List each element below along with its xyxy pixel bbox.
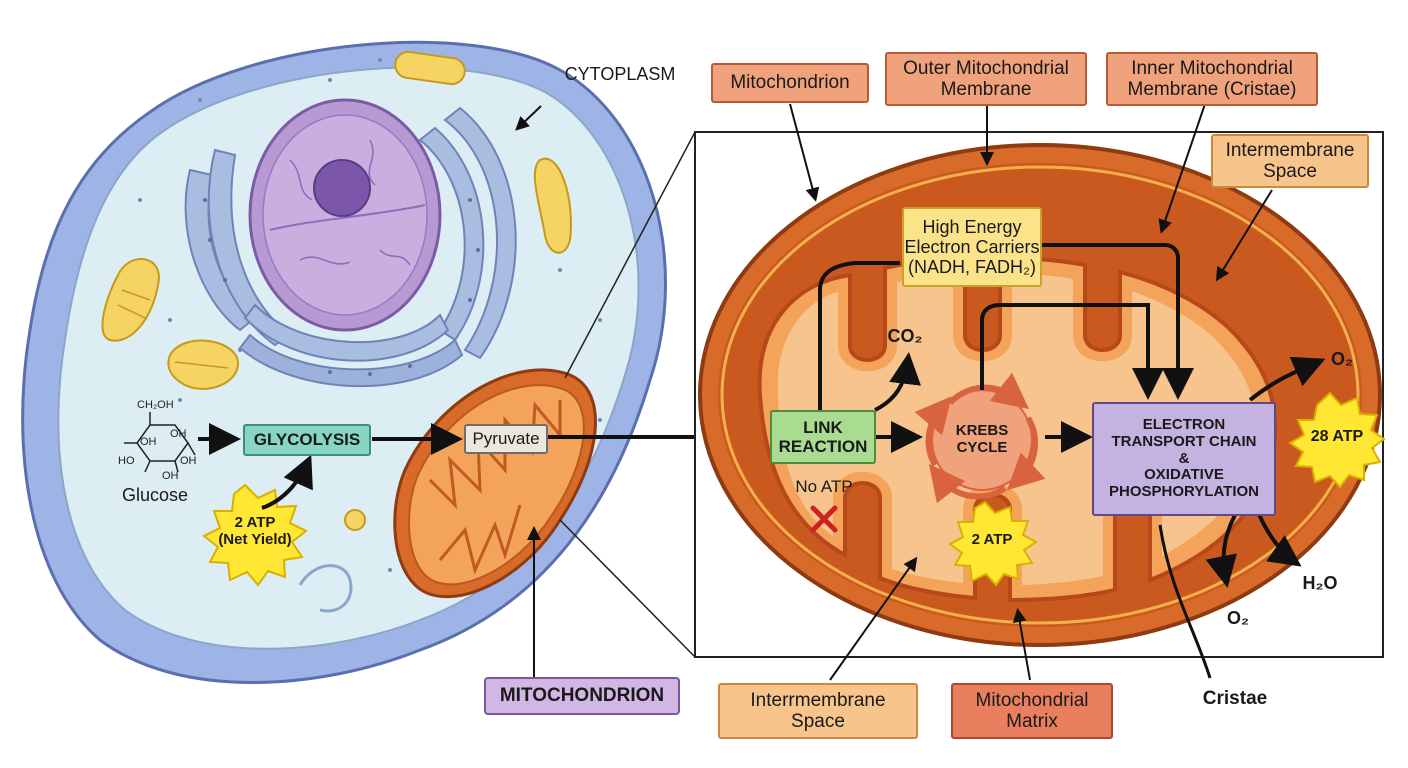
pointer-lines-right [789, 103, 1273, 681]
mitochondrion-label: Mitochondrion [711, 63, 869, 103]
glucose-label: Glucose [121, 484, 189, 505]
atp-glycolysis-label: 2 ATP (Net Yield) [218, 514, 292, 548]
inner-membrane-label: Inner Mitochondrial Membrane (Cristae) [1106, 52, 1318, 106]
nucleus [248, 98, 442, 332]
cytoplasm-label: CYTOPLASM [564, 63, 676, 84]
atp-krebs-label: 2 ATP [971, 530, 1013, 548]
atp-burst-glycolysis [202, 483, 308, 587]
glycolysis-box: GLYCOLYSIS [243, 424, 371, 456]
intermembrane-space-top-label: Intermembrane Space [1211, 134, 1369, 188]
glucose-ho-1: HO [118, 455, 135, 467]
animal-cell [21, 40, 696, 684]
cristae-label: Cristae [1202, 688, 1268, 710]
atp-burst-28 [1288, 391, 1386, 489]
o2-top-label: O₂ [1331, 348, 1353, 369]
nucleolus [313, 159, 371, 217]
krebs-cycle-label: KREBS CYCLE [955, 422, 1009, 456]
mitochondrial-matrix-label: Mitochondrial Matrix [951, 683, 1113, 739]
glucose-ch2oh: CH₂OH [137, 399, 174, 411]
electron-carriers-box: High Energy Electron Carriers (NADH, FAD… [902, 207, 1042, 287]
intermembrane-space-bottom-label: Interrmembrane Space [718, 683, 918, 739]
atp-burst-krebs [948, 500, 1038, 587]
o2-bottom-label: O₂ [1227, 607, 1249, 628]
membrane-indent [298, 564, 353, 613]
h2o-label: H₂O [1302, 572, 1338, 593]
no-atp-label: No ATP [795, 477, 853, 497]
mitochondrion-detail [698, 143, 1386, 647]
glucose-oh-4: OH [162, 470, 179, 482]
pyruvate-box: Pyruvate [464, 424, 548, 454]
etc-box: ELECTRON TRANSPORT CHAIN & OXIDATIVE PHO… [1092, 402, 1276, 516]
ribosome-dots [203, 198, 480, 376]
small-mitochondria [101, 50, 572, 531]
co2-label: CO₂ [887, 325, 923, 346]
glucose-oh-1: OH [170, 428, 187, 440]
glucose-molecule [124, 412, 196, 473]
no-atp-cross [810, 505, 838, 533]
atp-28-label: 28 ATP [1310, 428, 1364, 446]
mitochondrion-cell-label: MITOCHONDRION [484, 677, 680, 715]
glucose-oh-3: OH [180, 455, 197, 467]
endoplasmic-reticulum [184, 106, 517, 388]
glucose-oh-2: OH [140, 436, 157, 448]
outer-membrane-label: Outer Mitochondrial Membrane [885, 52, 1087, 106]
pathway-arrows-right [818, 243, 1326, 588]
link-reaction-box: LINK REACTION [770, 410, 876, 464]
